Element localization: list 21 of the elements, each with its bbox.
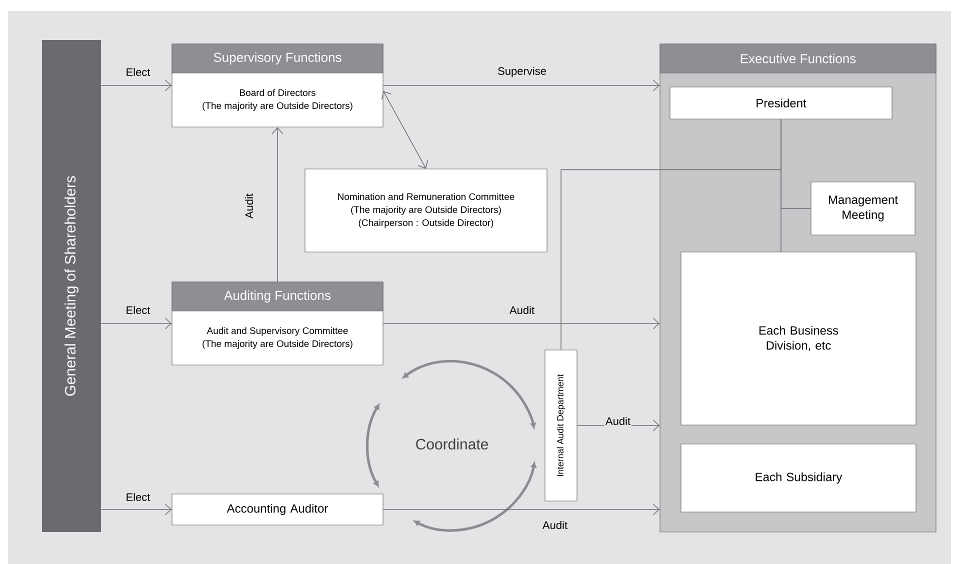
function-box: Supervisory Functions Board of Directors (The majority are Outside Directors) <box>172 44 384 128</box>
arrow <box>272 127 284 282</box>
arrow <box>100 504 172 516</box>
committee-box: Nomination and Remuneration Committee (The majority are Outside Directors) (Chairperson : Outside Director) <box>304 168 548 252</box>
arrow <box>381 91 428 169</box>
auditor-box: Accounting Auditor <box>172 494 384 526</box>
meeting-box: Management Meeting <box>810 182 916 236</box>
president-box: President <box>670 86 892 120</box>
function-box: Auditing Functions Audit and Supervisory Committee (The majority are Outside Directors) <box>172 282 384 366</box>
department-box: Internal Audit Department <box>544 350 578 502</box>
arrow <box>382 504 660 516</box>
coordinate-label: Coordinate <box>416 438 488 450</box>
arrow <box>100 80 172 92</box>
arrow <box>100 318 172 330</box>
shareholders-bar: General Meeting of Shareholders <box>42 40 101 532</box>
subsidiary-box: Each Subsidiary <box>680 444 916 512</box>
connector-line <box>560 118 782 350</box>
edge-label: Supervise <box>496 66 548 78</box>
arrow <box>382 318 660 330</box>
division-box: Each Business Division, etc <box>680 252 916 426</box>
arrow <box>382 80 660 92</box>
